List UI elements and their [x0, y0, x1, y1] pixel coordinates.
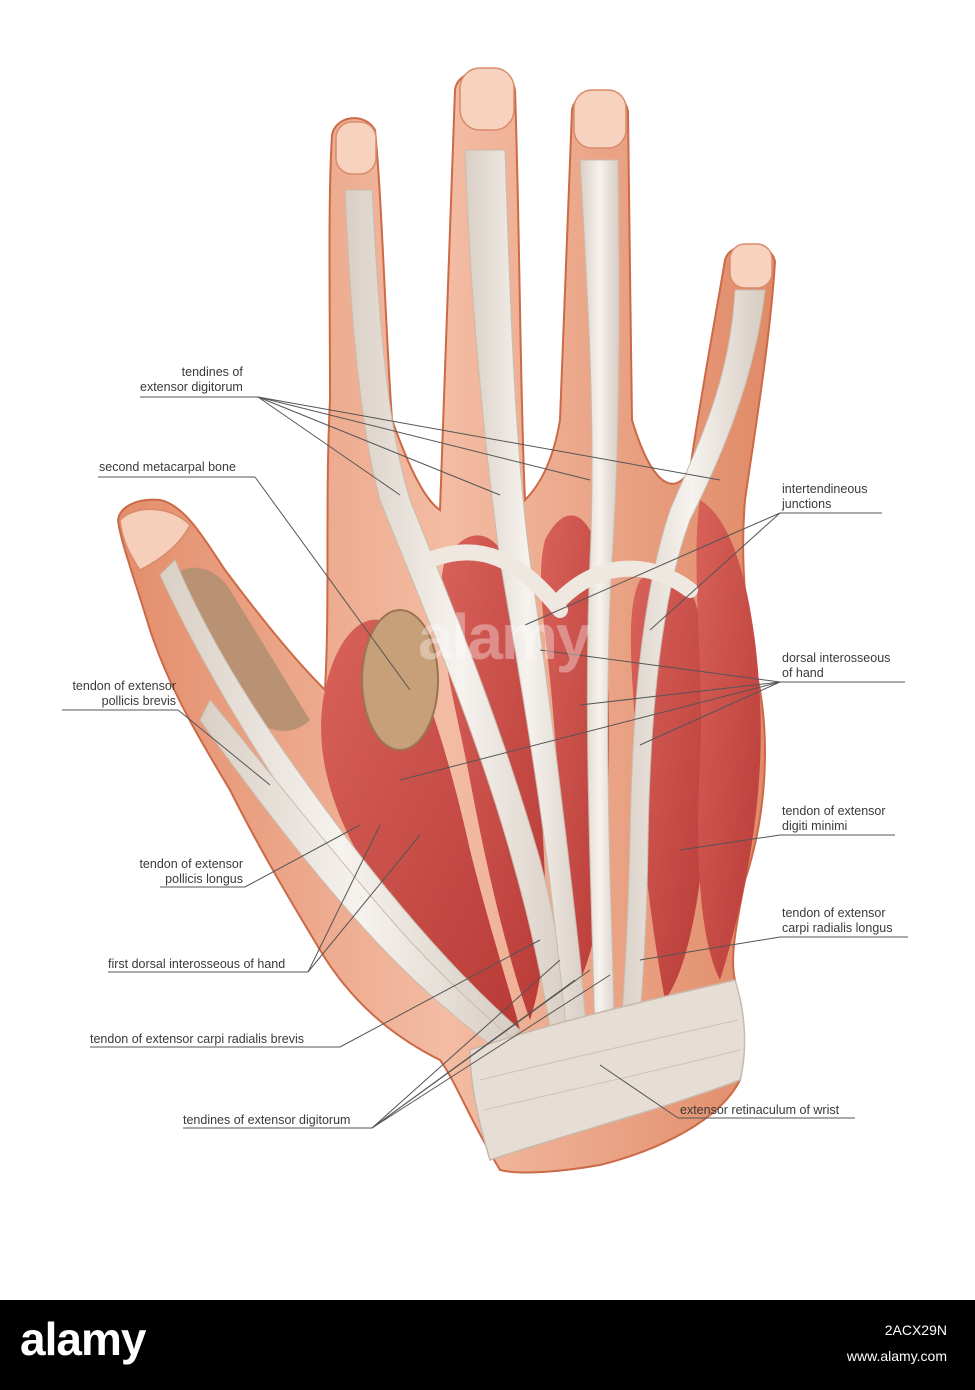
label-tendon-of-extensor-pollicis-longus: tendon of extensor pollicis longus: [128, 857, 243, 887]
ring-finger-nail: [573, 89, 627, 149]
hypothenar-muscle: [696, 500, 761, 980]
leader-lines: [62, 396, 908, 1129]
image-id: 2ACX29N: [884, 1322, 947, 1338]
hand-anatomy-illustration: [62, 67, 908, 1174]
label-line: tendon of extensor: [782, 804, 886, 818]
label-line: tendon of extensor: [139, 857, 243, 871]
label-line: tendon of extensor: [72, 679, 176, 693]
label-second-metacarpal-bone: second metacarpal bone: [99, 460, 236, 475]
label-line: extensor digitorum: [140, 380, 243, 394]
label-tendines-of-extensor-digitorum-lower: tendines of extensor digitorum: [183, 1113, 350, 1128]
label-first-dorsal-interosseous-of-hand: first dorsal interosseous of hand: [108, 957, 285, 972]
label-line: first dorsal interosseous of hand: [108, 957, 286, 971]
label-intertendineous-junctions: intertendineous junctions: [782, 482, 867, 512]
label-tendon-of-extensor-digiti-minimi: tendon of extensor digiti minimi: [782, 804, 886, 834]
little-finger-nail: [729, 243, 773, 289]
thumb-tendon-area: [170, 567, 310, 731]
label-tendines-of-extensor-digitorum-upper: tendines of extensor digitorum: [140, 365, 243, 395]
label-line: of hand: [782, 666, 824, 680]
label-line: tendines of: [181, 365, 243, 379]
label-line: tendon of extensor: [782, 906, 886, 920]
thumb-nail: [119, 508, 191, 571]
footer-bar: alamy 2ACX29N www.alamy.com: [0, 1300, 975, 1390]
label-line: intertendineous: [782, 482, 868, 496]
retinaculum-fiber-1: [479, 1019, 739, 1081]
index-finger-nail: [335, 121, 377, 175]
brand-logo: alamy: [20, 1313, 146, 1365]
intertendineous-junction-1: [422, 544, 568, 618]
second-metacarpal-bone: [361, 609, 439, 751]
label-extensor-retinaculum-of-wrist: extensor retinaculum of wrist: [680, 1103, 839, 1118]
site-url: www.alamy.com: [846, 1348, 947, 1364]
label-line: digiti minimi: [782, 819, 848, 833]
label-tendon-of-extensor-carpi-radialis-brevis: tendon of extensor carpi radialis brevis: [90, 1032, 304, 1047]
label-line: pollicis longus: [165, 872, 243, 886]
intertendineous-junction-2: [552, 560, 698, 608]
label-line: carpi radialis longus: [782, 921, 893, 935]
label-dorsal-interosseous-of-hand: dorsal interosseous of hand: [782, 651, 890, 681]
label-line: extensor retinaculum of wrist: [680, 1103, 840, 1117]
label-tendon-of-extensor-carpi-radialis-longus: tendon of extensor carpi radialis longus: [782, 906, 892, 936]
label-line: pollicis brevis: [101, 694, 176, 708]
label-line: dorsal interosseous: [782, 651, 891, 665]
retinaculum-fiber-2: [483, 1049, 741, 1111]
middle-finger-nail: [459, 67, 515, 131]
label-line: tendon of extensor carpi radialis brevis: [90, 1032, 305, 1046]
watermark: alamy: [418, 601, 591, 673]
label-line: tendines of extensor digitorum: [183, 1113, 351, 1127]
label-line: junctions: [782, 497, 832, 511]
label-line: second metacarpal bone: [99, 460, 236, 474]
label-tendon-of-extensor-pollicis-brevis: tendon of extensor pollicis brevis: [62, 679, 176, 709]
